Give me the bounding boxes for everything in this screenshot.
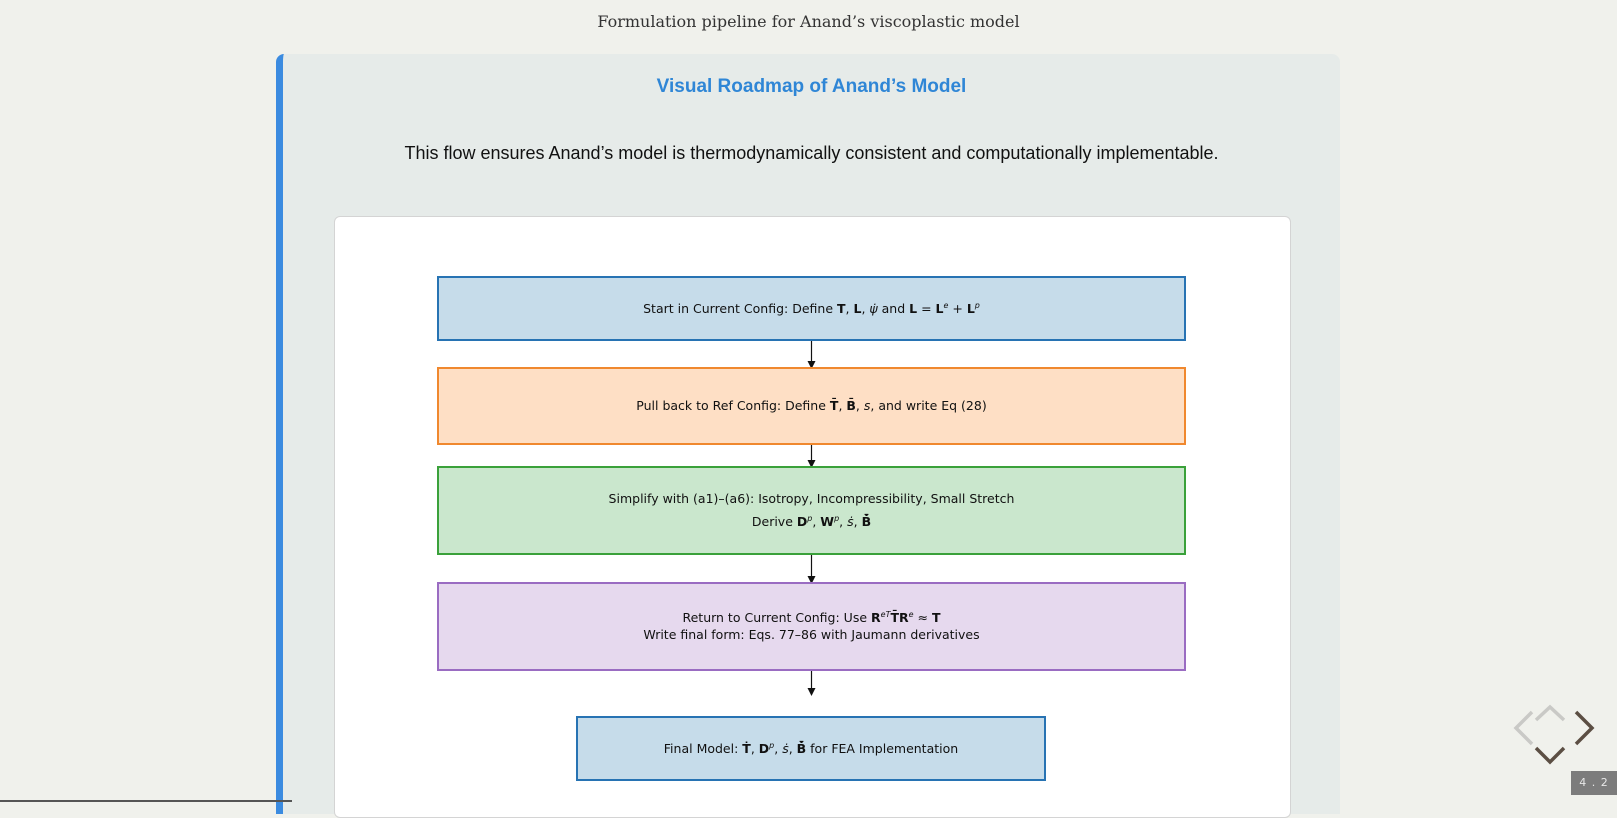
superscript-p: p xyxy=(769,740,775,750)
symbol-D: D xyxy=(758,740,770,756)
node-final-model-text: Final Model: Ṫ, Dp, ṡ, B̄̇ for FEA Imple… xyxy=(663,740,959,756)
node-text-prefix: Return to Current Config: Use xyxy=(682,610,871,626)
node-text-and: and xyxy=(877,300,910,316)
node-simplify-line1: Simplify with (a1)–(a6): Isotropy, Incom… xyxy=(608,490,1015,506)
node-ref-config-text: Pull back to Ref Config: Define T̄, B̄, … xyxy=(636,398,987,414)
slide-navigation xyxy=(1510,700,1602,774)
symbol-L: L xyxy=(935,300,944,316)
arrow-left-icon[interactable] xyxy=(1510,710,1536,750)
superscript-e: e xyxy=(943,300,949,310)
symbol-T: T xyxy=(931,610,941,626)
symbol-R: R xyxy=(898,610,909,626)
node-return-current-line1: Return to Current Config: Use ReTT̄Re ≈ … xyxy=(682,610,940,626)
slide-heading: Visual Roadmap of Anand’s Model xyxy=(656,76,967,97)
node-text-prefix: Pull back to Ref Config: Define xyxy=(636,398,830,414)
node-return-current-line2: Write final form: Eqs. 77–86 with Jauman… xyxy=(643,626,980,642)
symbol-B-bar: B̄ xyxy=(846,398,856,414)
node-current-config: Start in Current Config: Define T, L, ψ̇… xyxy=(437,276,1186,341)
arrow-right-icon[interactable] xyxy=(1572,710,1602,750)
node-simplify: Simplify with (a1)–(a6): Isotropy, Incom… xyxy=(437,466,1186,555)
superscript-p: p xyxy=(807,513,813,523)
slide-lead-text: This flow ensures Anand’s model is therm… xyxy=(404,143,1219,163)
symbol-psi-dot: ψ̇ xyxy=(869,300,878,316)
node-text-suffix: for FEA Implementation xyxy=(806,740,959,756)
progress-bar xyxy=(0,800,292,802)
symbol-approx: ≈ xyxy=(913,610,932,626)
superscript-eT: eT xyxy=(880,610,891,620)
superscript-e: e xyxy=(908,610,914,620)
arrow-up-icon[interactable] xyxy=(1532,700,1568,726)
node-simplify-line2: Derive Dp, Wp, ṡ, B̄̇ xyxy=(751,513,872,529)
symbol-T-bar: T̄ xyxy=(829,398,839,414)
symbol-D: D xyxy=(796,514,808,529)
node-text-prefix: Derive xyxy=(751,514,797,529)
symbol-T-bar: T̄ xyxy=(890,610,899,626)
symbol-s-dot: ṡ xyxy=(847,514,854,529)
node-final-model: Final Model: Ṫ, Dp, ṡ, B̄̇ for FEA Imple… xyxy=(576,716,1046,781)
symbol-B-bar-dot: B̄̇ xyxy=(796,740,807,756)
node-return-current: Return to Current Config: Use ReTT̄Re ≈ … xyxy=(437,582,1186,671)
symbol-W: W xyxy=(820,514,835,529)
node-text-suffix: , and write Eq (28) xyxy=(870,398,987,414)
symbol-plus: + xyxy=(948,300,967,316)
symbol-B-bar-dot: B̄̇ xyxy=(861,514,872,529)
node-ref-config: Pull back to Ref Config: Define T̄, B̄, … xyxy=(437,367,1186,445)
symbol-L: L xyxy=(909,300,918,316)
symbol-T: T xyxy=(837,300,846,316)
symbol-L: L xyxy=(966,300,975,316)
node-text-prefix: Final Model: xyxy=(663,740,743,756)
node-text-prefix: Start in Current Config: Define xyxy=(643,300,837,316)
arrow-down-icon[interactable] xyxy=(1532,744,1568,774)
document-title: Formulation pipeline for Anand’s viscopl… xyxy=(597,12,1020,31)
symbol-L: L xyxy=(853,300,862,316)
symbol-R: R xyxy=(871,610,881,626)
symbol-equals: = xyxy=(917,300,936,316)
symbol-T-dot: Ṫ xyxy=(742,740,751,756)
superscript-p: p xyxy=(974,300,980,310)
superscript-p: p xyxy=(834,513,840,523)
symbol-s: s xyxy=(863,398,871,414)
slide-number[interactable]: 4 . 2 xyxy=(1571,771,1617,795)
symbol-s-dot: ṡ xyxy=(782,740,789,756)
node-current-config-text: Start in Current Config: Define T, L, ψ̇… xyxy=(643,300,980,316)
